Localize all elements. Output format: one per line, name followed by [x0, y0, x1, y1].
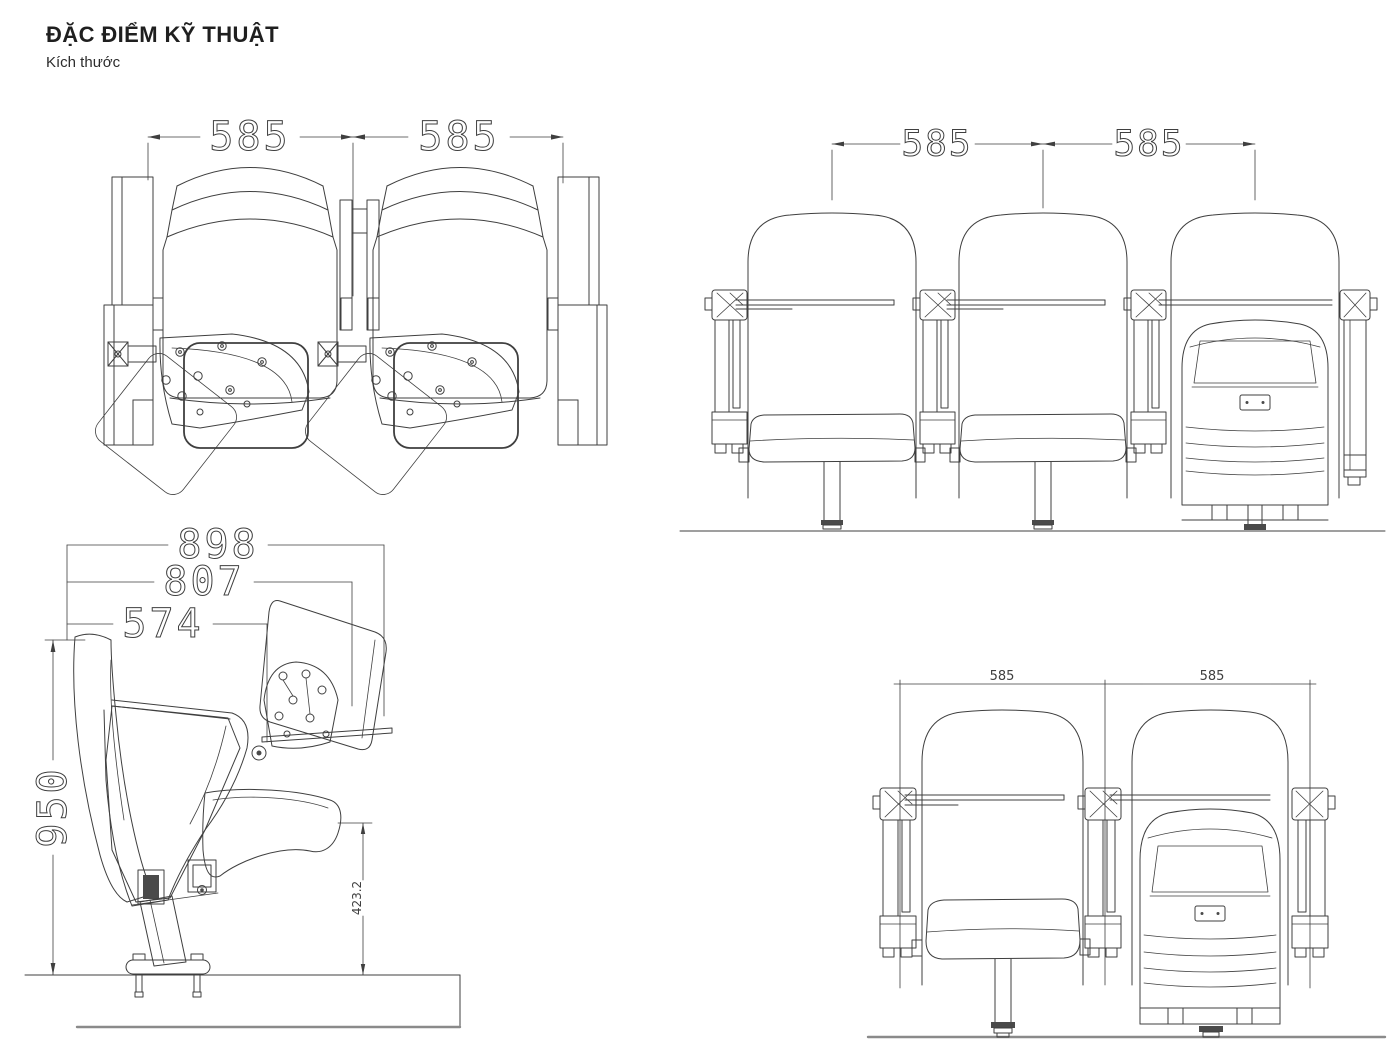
side-dim-950: 950 — [30, 639, 86, 976]
front3-dim-585-right: 585 — [1042, 123, 1256, 201]
dim-value: 807 — [163, 559, 244, 605]
dim-value: 585 — [209, 114, 290, 160]
page-header: ĐẶC ĐIỂM KỸ THUẬT Kích thước — [46, 22, 279, 71]
dim-value: 423.2 — [350, 881, 364, 915]
dim-value: 585 — [1113, 124, 1184, 165]
top-view-seat1-tablet-bracket — [107, 333, 310, 429]
top-view-seat2-backrest — [372, 167, 548, 405]
front2-armrest-left — [872, 787, 917, 958]
front3-armrest-far-left — [704, 289, 748, 454]
side-tablet-panel — [251, 600, 393, 761]
dim-value: 585 — [990, 669, 1015, 684]
side-backrest — [73, 633, 154, 903]
side-armrest — [202, 788, 342, 878]
dim-value: 898 — [177, 522, 258, 568]
page-subtitle: Kích thước — [46, 54, 121, 71]
top-view-dim-585-left: 585 — [147, 114, 354, 297]
top-view-seat2-pan — [305, 342, 519, 495]
side-dim-898: 898 — [66, 522, 385, 717]
front2-armrest-middle — [1077, 787, 1122, 958]
top-view-seat1-backrest — [162, 167, 338, 405]
top-view-armrest-left — [103, 176, 164, 446]
front3-seat2-open — [946, 212, 1137, 530]
front2-armrest-right — [1291, 787, 1336, 958]
front2-seat1-open — [904, 709, 1091, 1038]
side-under-seat-mechanism — [131, 859, 219, 906]
top-view-armrest-right — [547, 176, 608, 446]
side-floor — [24, 974, 462, 1029]
dim-value: 574 — [122, 601, 203, 647]
front-view-two-seats: 585 585 — [866, 669, 1387, 1039]
front3-dim-585-left: 585 — [831, 123, 1044, 209]
front3-armrest-mid-2 — [1123, 289, 1167, 454]
page-title: ĐẶC ĐIỂM KỸ THUẬT — [46, 22, 279, 47]
top-view-seat2-tablet-bracket — [317, 333, 520, 429]
dim-value: 950 — [30, 766, 76, 847]
front3-seat3-folded — [1158, 212, 1340, 530]
dim-value: 585 — [1200, 669, 1225, 684]
top-view-dim-585-right: 585 — [352, 114, 564, 184]
front-view-three-seats: 585 585 — [679, 123, 1386, 532]
side-pedestal — [125, 895, 211, 998]
dim-value: 585 — [418, 114, 499, 160]
front3-armrest-far-right — [1339, 289, 1378, 486]
dim-value: 585 — [901, 124, 972, 165]
side-dim-574: 574 — [66, 601, 268, 743]
side-dim-423: 423.2 — [337, 822, 373, 976]
front2-seat2-folded — [1109, 709, 1289, 1038]
top-view-seat1-pan — [95, 342, 309, 495]
front3-seat1-open — [735, 212, 926, 530]
front2-dim-585-left: 585 — [893, 669, 1106, 689]
side-seat-cushion — [103, 699, 249, 907]
front3-armrest-mid-1 — [912, 289, 956, 454]
side-view-seat: 898 807 574 950 — [24, 522, 462, 1029]
side-dim-807: 807 — [66, 559, 353, 707]
front2-dim-585-right: 585 — [1104, 669, 1317, 689]
top-view-two-seats: 585 585 — [95, 114, 608, 495]
front2-extension-lines — [899, 687, 1311, 989]
